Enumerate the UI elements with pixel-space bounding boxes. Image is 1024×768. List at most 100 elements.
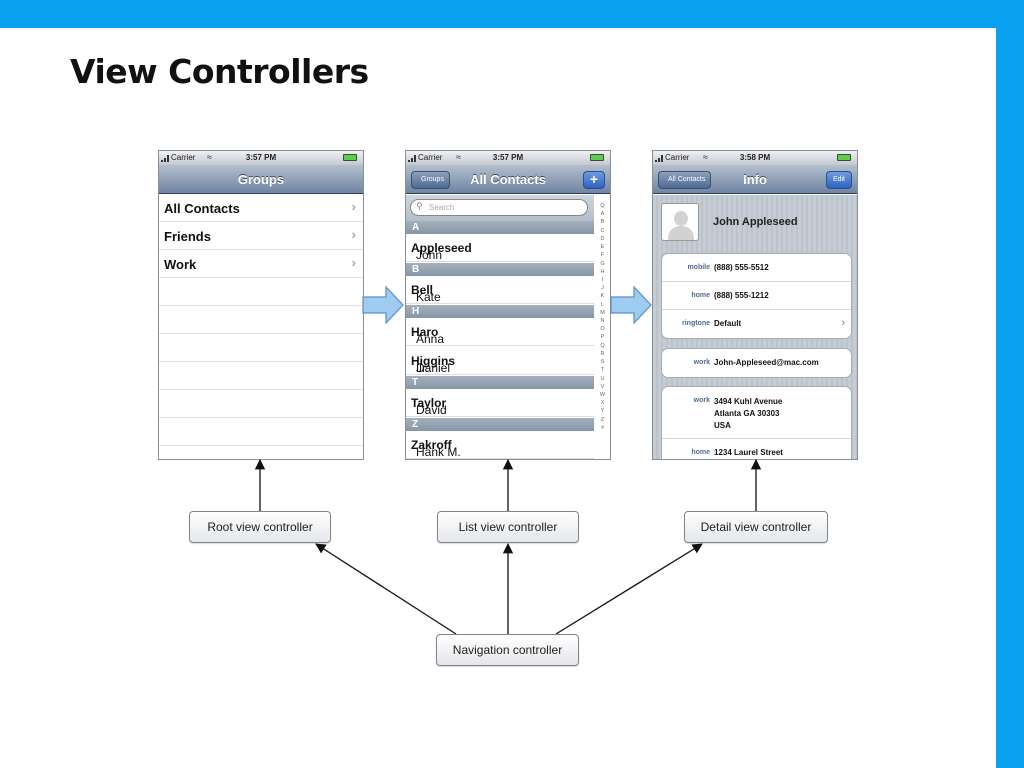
index-letter[interactable]: P	[600, 334, 605, 341]
index-letter[interactable]: K	[600, 293, 605, 300]
index-letter[interactable]: Q	[600, 342, 605, 349]
first-name: Anna	[416, 332, 445, 346]
index-letter[interactable]: N	[600, 318, 605, 324]
field-value: 3494 Kuhl Avenue Atlanta GA 30303 USA	[714, 396, 782, 432]
index-letter[interactable]: R	[600, 350, 605, 357]
last-name: Zakroff	[411, 438, 452, 452]
add-contact-button[interactable]: +	[582, 171, 605, 189]
index-letter[interactable]: #	[600, 424, 605, 431]
index-letter[interactable]: Z	[600, 416, 605, 423]
signal-icon	[161, 155, 170, 162]
field-value: (888) 555-5512	[714, 263, 769, 272]
detail-view-controller-box: Detail view controller	[684, 511, 828, 543]
name-suffix: Jr.	[416, 361, 429, 375]
first-name: Kate	[416, 290, 441, 304]
contact-row[interactable]: Hank M. Zakroff	[406, 431, 594, 459]
detail-row-work-address[interactable]: work 3494 Kuhl Avenue Atlanta GA 30303 U…	[662, 387, 851, 439]
first-name: David	[416, 403, 447, 417]
index-letter[interactable]: H	[600, 268, 605, 275]
field-key: mobile	[687, 264, 710, 271]
contact-row[interactable]: David Taylor	[406, 389, 594, 417]
index-letter[interactable]: T	[600, 367, 605, 374]
index-letter[interactable]: V	[600, 383, 605, 390]
status-bar: Carrier ≈ 3:58 PM	[653, 151, 857, 165]
index-letter[interactable]: U	[600, 375, 605, 382]
group-row-all-contacts[interactable]: All Contacts ›	[159, 194, 363, 222]
address-line: USA	[714, 421, 731, 430]
index-letter[interactable]: I	[601, 276, 604, 283]
detail-row-home[interactable]: home (888) 555-1212	[662, 282, 851, 310]
search-input[interactable]: ⚲ Search	[410, 199, 588, 216]
field-key: ringtone	[682, 320, 710, 327]
index-letter[interactable]: O	[600, 326, 605, 333]
back-button[interactable]: Groups	[411, 171, 450, 189]
person-icon	[674, 211, 688, 226]
transition-arrow-icon	[362, 285, 404, 325]
phone-numbers-card: mobile (888) 555-5512 home (888) 555-121…	[661, 253, 852, 339]
last-name: Higgins	[411, 354, 455, 368]
chevron-right-icon: ›	[351, 227, 356, 242]
list-view-controller-box: List view controller	[437, 511, 579, 543]
transition-arrow-icon	[610, 285, 652, 325]
index-letter[interactable]: X	[600, 400, 605, 407]
field-value: Default	[714, 319, 742, 328]
empty-row	[159, 362, 363, 390]
right-accent-band	[996, 28, 1024, 768]
last-name: Taylor	[411, 396, 447, 410]
signal-icon	[408, 155, 417, 162]
search-bar: ⚲ Search	[406, 195, 594, 221]
wifi-icon: ≈	[703, 152, 708, 162]
detail-row-email[interactable]: work John-Appleseed@mac.com	[662, 349, 851, 377]
top-accent-band	[0, 0, 1024, 28]
empty-row	[159, 334, 363, 362]
status-bar: Carrier ≈ 3:57 PM	[406, 151, 610, 165]
nav-bar: Groups All Contacts +	[406, 165, 610, 194]
index-letter[interactable]: Q	[600, 203, 605, 209]
field-key: work	[693, 359, 710, 366]
section-header: T	[406, 376, 594, 389]
last-name: Bell	[411, 283, 434, 297]
index-letter[interactable]: F	[600, 252, 605, 259]
index-letter[interactable]: S	[600, 359, 605, 366]
field-key: work	[693, 397, 710, 404]
contact-photo-placeholder[interactable]	[661, 203, 699, 241]
index-letter[interactable]: D	[600, 235, 605, 242]
signal-icon	[655, 155, 664, 162]
navigation-controller-box: Navigation controller	[436, 634, 579, 666]
nav-title: Info	[743, 172, 767, 187]
index-letter[interactable]: J	[601, 285, 604, 292]
contact-row[interactable]: Anna Haro	[406, 318, 594, 346]
index-letter[interactable]: L	[600, 301, 605, 308]
field-key: home	[691, 292, 710, 299]
group-row-friends[interactable]: Friends ›	[159, 222, 363, 250]
slide-title: View Controllers	[70, 52, 369, 91]
index-letter[interactable]: Y	[600, 408, 605, 415]
detail-row-home-address[interactable]: home 1234 Laurel Street	[662, 439, 851, 459]
index-letter[interactable]: M	[600, 309, 605, 316]
contact-row[interactable]: John Appleseed	[406, 234, 594, 262]
edit-button[interactable]: Edit	[825, 171, 852, 189]
index-letter[interactable]: A	[600, 211, 605, 218]
empty-row	[159, 306, 363, 334]
group-row-work[interactable]: Work ›	[159, 250, 363, 278]
index-letter[interactable]: E	[600, 244, 605, 251]
detail-row-ringtone[interactable]: ringtone Default ›	[662, 310, 851, 338]
root-view-controller-box: Root view controller	[189, 511, 331, 543]
field-value: (888) 555-1212	[714, 291, 769, 300]
battery-icon	[343, 154, 357, 161]
index-letter[interactable]: W	[599, 391, 606, 398]
empty-row	[159, 278, 363, 306]
back-button[interactable]: All Contacts	[658, 171, 712, 189]
index-letter[interactable]: B	[600, 219, 605, 226]
chevron-right-icon: ›	[351, 255, 356, 270]
index-letter[interactable]: G	[600, 260, 605, 267]
detail-phone-screen: Carrier ≈ 3:58 PM All Contacts Info Edit…	[652, 150, 858, 460]
empty-row	[159, 418, 363, 446]
address-line: Atlanta GA 30303	[714, 409, 780, 418]
contact-row[interactable]: Daniel Higgins Jr.	[406, 347, 594, 375]
contact-row[interactable]: Kate Bell	[406, 276, 594, 304]
index-letter[interactable]: C	[600, 227, 605, 234]
detail-row-mobile[interactable]: mobile (888) 555-5512	[662, 254, 851, 282]
wifi-icon: ≈	[207, 152, 212, 162]
